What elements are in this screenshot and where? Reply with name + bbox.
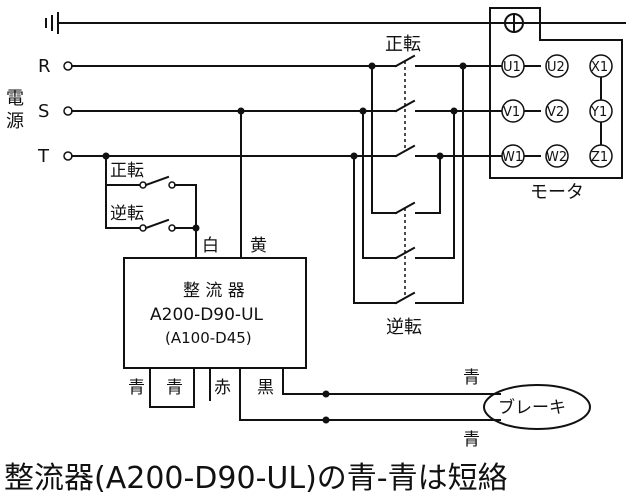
- motor: [489, 7, 623, 179]
- power-label-2: 源: [6, 111, 24, 132]
- motor-terminal-u2: U2: [545, 54, 569, 78]
- reverse-switch-label-bottom: 逆転: [386, 317, 422, 338]
- rectifier-title: 整 流 器: [183, 281, 245, 301]
- phase-lines: [71, 65, 501, 157]
- svg-text:U2: U2: [547, 60, 565, 75]
- forward-switch-label-top: 正転: [385, 34, 421, 55]
- reverse-contactor: [353, 65, 464, 305]
- phase-r-label: R: [38, 56, 51, 77]
- rectifier-alt-model: (A100-D45): [165, 329, 252, 347]
- motor-terminal-y1: Y1: [589, 99, 613, 123]
- brake-wire-blue-bottom-label: 青: [463, 430, 480, 450]
- motor-terminal-w1: W1: [501, 144, 525, 168]
- wire-black-label: 黒: [257, 378, 274, 398]
- motor-terminal-v2: V2: [545, 99, 569, 123]
- ground-line: [45, 12, 626, 34]
- motor-terminal-v1: V1: [501, 99, 525, 123]
- phase-t-label: T: [37, 146, 50, 167]
- reverse-switch-label-left: 逆転: [110, 204, 144, 224]
- forward-contactor: [394, 54, 416, 158]
- motor-label: モータ: [530, 182, 584, 203]
- brake-wire-blue-top-label: 青: [463, 368, 480, 388]
- brake-label: ブレーキ: [498, 397, 566, 418]
- power-label-1: 電: [6, 88, 24, 109]
- svg-text:W2: W2: [546, 150, 567, 165]
- wire-red-label: 赤: [214, 378, 231, 398]
- diagram-caption: 整流器(A200-D90-UL)の青-青は短絡: [4, 461, 508, 496]
- svg-text:U1: U1: [503, 60, 521, 75]
- motor-terminal-w2: W2: [545, 144, 569, 168]
- svg-text:V1: V1: [503, 105, 520, 120]
- phase-s-terminal: [63, 106, 73, 116]
- motor-terminal-z1: Z1: [589, 144, 613, 168]
- wire-yellow-label: 黄: [250, 236, 267, 256]
- svg-text:W1: W1: [502, 150, 523, 165]
- forward-switch-label-left: 正転: [110, 161, 144, 181]
- svg-text:Z1: Z1: [591, 150, 608, 165]
- rectifier: [123, 257, 307, 369]
- wire-white-label: 白: [202, 236, 219, 256]
- phase-t-terminal: [63, 151, 73, 161]
- brake: [483, 384, 591, 430]
- rectifier-output-terminals: [149, 367, 501, 421]
- svg-text:V2: V2: [547, 105, 564, 120]
- svg-text:Y1: Y1: [590, 105, 607, 120]
- motor-terminal-x1: X1: [589, 54, 613, 78]
- wire-blue-left-label: 青: [128, 378, 145, 398]
- svg-text:X1: X1: [591, 60, 608, 75]
- phase-s-label: S: [38, 101, 49, 122]
- phase-r-terminal: [63, 61, 73, 71]
- wire-blue-right-label: 青: [166, 378, 183, 398]
- motor-terminal-u1: U1: [501, 54, 525, 78]
- brake-control-switches: [105, 155, 200, 259]
- rectifier-model: A200-D90-UL: [150, 305, 264, 325]
